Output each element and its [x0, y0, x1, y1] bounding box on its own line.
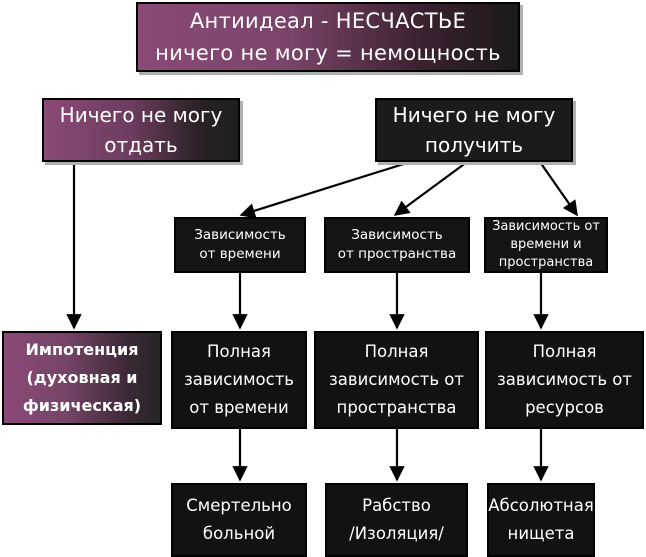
full-dependency-resources-box: Полная зависимость от ресурсов	[485, 331, 644, 429]
arrow-receive-to-dep-time-space	[539, 161, 578, 217]
full-dependency-space-box: Полная зависимость от пространства	[314, 331, 479, 429]
cannot-receive-box: Ничего не могу получить	[375, 98, 573, 162]
dependency-time-box: Зависимость от времени	[174, 217, 306, 273]
arrow-receive-to-dep-time	[239, 160, 411, 219]
full-dependency-time-box: Полная зависимость от времени	[171, 331, 307, 429]
root-antiideal-box: Антиидеал - НЕСЧАСТЬЕ ничего не могу = н…	[136, 2, 520, 72]
outcome-poverty-box: Абсолютная нищета	[487, 483, 595, 557]
dependency-time-space-box: Зависимость от времени и пространства	[484, 217, 608, 273]
dependency-space-box: Зависимость от пространства	[324, 217, 470, 273]
outcome-slavery-box: Рабство /Изоляция/	[325, 483, 468, 557]
arrow-receive-to-dep-space	[393, 161, 468, 216]
cannot-give-box: Ничего не могу отдать	[42, 98, 240, 162]
outcome-sick-box: Смертельно больной	[171, 483, 307, 557]
impotence-box: Импотенция (духовная и физическая)	[2, 331, 162, 425]
